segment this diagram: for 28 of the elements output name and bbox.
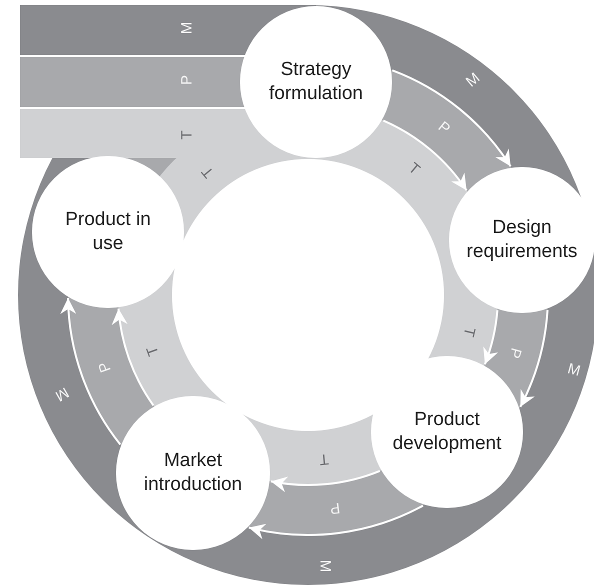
ring-letter: M [318, 560, 332, 572]
edge-label: T [460, 326, 478, 338]
ring-letter: T [180, 130, 194, 140]
stage-label: Strategy formulation [268, 58, 364, 106]
edge-label: P [506, 346, 524, 360]
stage-label: Design requirements [466, 216, 578, 264]
ring-letter: M [52, 384, 72, 404]
stage-label: Product in use [64, 208, 152, 256]
edge-label: P [96, 360, 114, 374]
ring-letter: M [566, 361, 582, 379]
arrow [382, 120, 468, 191]
arrow [248, 504, 424, 538]
ring-letter: M [463, 70, 483, 90]
edge-label: T [318, 451, 330, 468]
ring-letter: M [180, 22, 194, 34]
ring-letter: P [180, 75, 194, 85]
edge-label: T [406, 160, 422, 178]
stage-label: Product development [392, 408, 502, 456]
edge-label: T [144, 344, 162, 358]
arrow [112, 308, 154, 406]
ring-letter: T [199, 164, 217, 180]
edge-label: P [434, 119, 452, 138]
arrow [61, 298, 122, 446]
arrow [270, 470, 380, 492]
arrow [519, 310, 549, 408]
edge-label: P [328, 500, 341, 516]
stage-label: Market introduction [142, 449, 244, 497]
arrow [392, 69, 512, 167]
